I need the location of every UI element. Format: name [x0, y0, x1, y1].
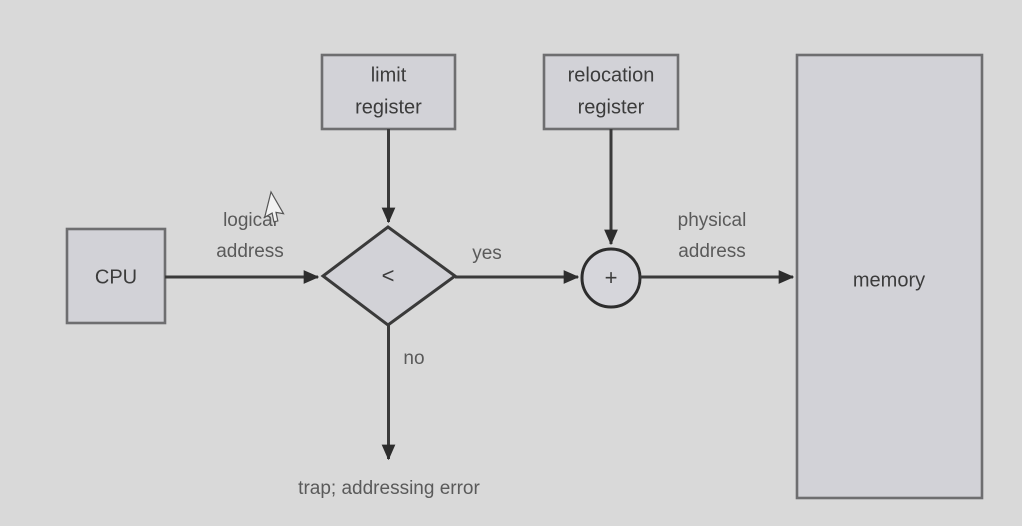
- physical-address-label-line2: address: [678, 241, 746, 262]
- logical-address-label-line2: address: [216, 241, 284, 262]
- memory-box[interactable]: [795, 53, 984, 500]
- node-cpu[interactable]: CPU: [65, 227, 167, 325]
- limit-register-box[interactable]: [320, 53, 457, 131]
- limit-register-label-line2: register: [355, 96, 422, 118]
- node-limit-register[interactable]: limit register: [320, 53, 457, 131]
- comparator-operator-label: <: [382, 263, 395, 288]
- node-comparator[interactable]: <: [320, 225, 458, 327]
- relocation-register-label-line2: register: [578, 96, 645, 118]
- relocation-register-label-line1: relocation: [568, 64, 655, 86]
- cpu-box[interactable]: [65, 227, 167, 325]
- adder-operator-label: +: [605, 265, 618, 290]
- limit-register-label-line1: limit: [371, 64, 407, 86]
- node-relocation-register[interactable]: relocation register: [542, 53, 680, 131]
- cpu-label: CPU: [95, 266, 137, 288]
- mouse-pointer-icon: [263, 190, 285, 223]
- node-memory[interactable]: memory: [795, 53, 984, 500]
- trap-addressing-error-label: trap; addressing error: [298, 478, 480, 499]
- yes-branch-label: yes: [472, 243, 502, 264]
- memory-label: memory: [853, 269, 925, 291]
- physical-address-label-line1: physical: [678, 210, 747, 231]
- logical-address-label-line1: logical: [223, 210, 277, 231]
- node-adder[interactable]: +: [580, 247, 642, 309]
- no-branch-label: no: [403, 348, 424, 369]
